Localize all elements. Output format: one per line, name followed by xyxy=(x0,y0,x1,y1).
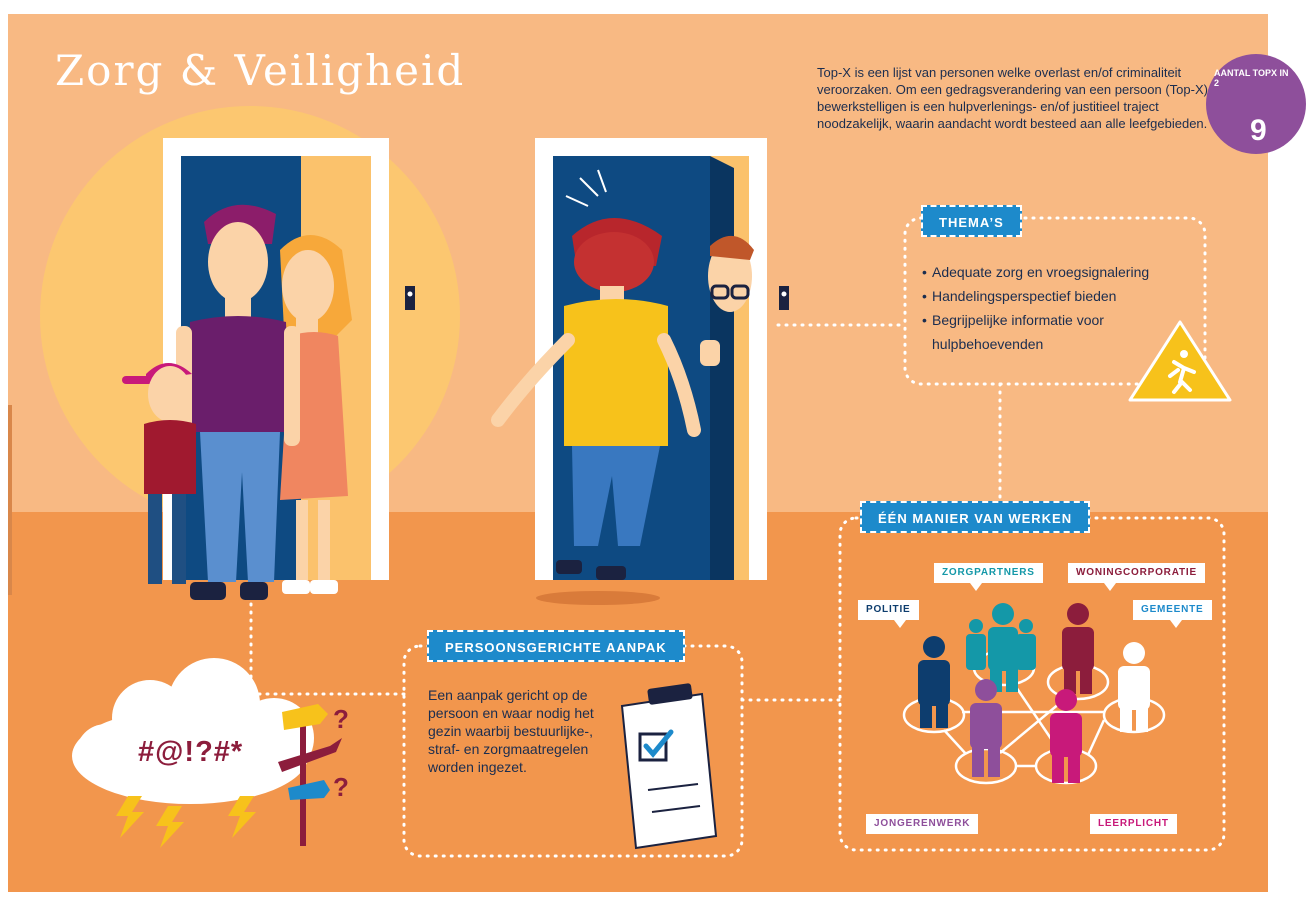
warning-running-person-icon xyxy=(1128,320,1232,402)
tag-zorgpartners: ZORGPARTNERS xyxy=(934,563,1043,591)
themas-item: Begrijpelijke informatie voor hulpbehoev… xyxy=(922,308,1172,356)
topx-count-badge: AANTAL TOPX IN 2 9 xyxy=(1206,54,1306,154)
aanpak-heading: PERSOONSGERICHTE AANPAK xyxy=(427,630,685,662)
tag-jongerenwerk: JONGERENWERK xyxy=(866,814,979,834)
manier-heading: ÉÉN MANIER VAN WERKEN xyxy=(860,501,1091,533)
tag-politie: POLITIE xyxy=(858,600,919,628)
lightning-icon xyxy=(116,796,256,848)
cloud-text: #@!?#* xyxy=(138,736,244,768)
man-entering-illustration xyxy=(491,169,754,605)
badge-label: AANTAL TOPX IN 2 xyxy=(1214,68,1289,88)
person-politie xyxy=(918,636,950,728)
question-mark-top: ? xyxy=(333,704,349,734)
person-jongerenwerk xyxy=(970,679,1002,777)
badge-number: 9 xyxy=(1250,114,1267,147)
themas-item: Handelingsperspectief bieden xyxy=(922,284,1172,308)
clipboard-check-icon xyxy=(620,683,718,850)
intro-text: Top-X is een lijst van personen welke ov… xyxy=(817,65,1223,131)
themas-list: Adequate zorg en vroegsignalering Handel… xyxy=(922,260,1172,356)
person-zorgpartners xyxy=(966,603,1036,692)
themas-item: Adequate zorg en vroegsignalering xyxy=(922,260,1172,284)
question-mark-bottom: ? xyxy=(333,772,349,802)
themas-heading: THEMA’S xyxy=(921,205,1022,237)
person-woningcorporatie xyxy=(1062,603,1094,694)
infographic-scene: Zorg & Veiligheid Top-X is een lijst van… xyxy=(0,0,1268,902)
family-illustration xyxy=(122,204,352,600)
tag-woningcorporatie: WONINGCORPORATIE xyxy=(1068,563,1205,591)
aanpak-text: Een aanpak gericht op de persoon en waar… xyxy=(428,687,594,775)
tag-leerplicht: LEERPLICHT xyxy=(1090,814,1177,834)
person-leerplicht xyxy=(1050,689,1082,783)
themas-item-continued: hulpbehoevenden xyxy=(932,336,1044,352)
tag-gemeente: GEMEENTE xyxy=(1133,600,1212,628)
person-gemeente xyxy=(1118,642,1150,732)
signpost-icon xyxy=(278,704,342,846)
partners-network xyxy=(902,603,1166,785)
page-title: Zorg & Veiligheid xyxy=(55,46,466,95)
